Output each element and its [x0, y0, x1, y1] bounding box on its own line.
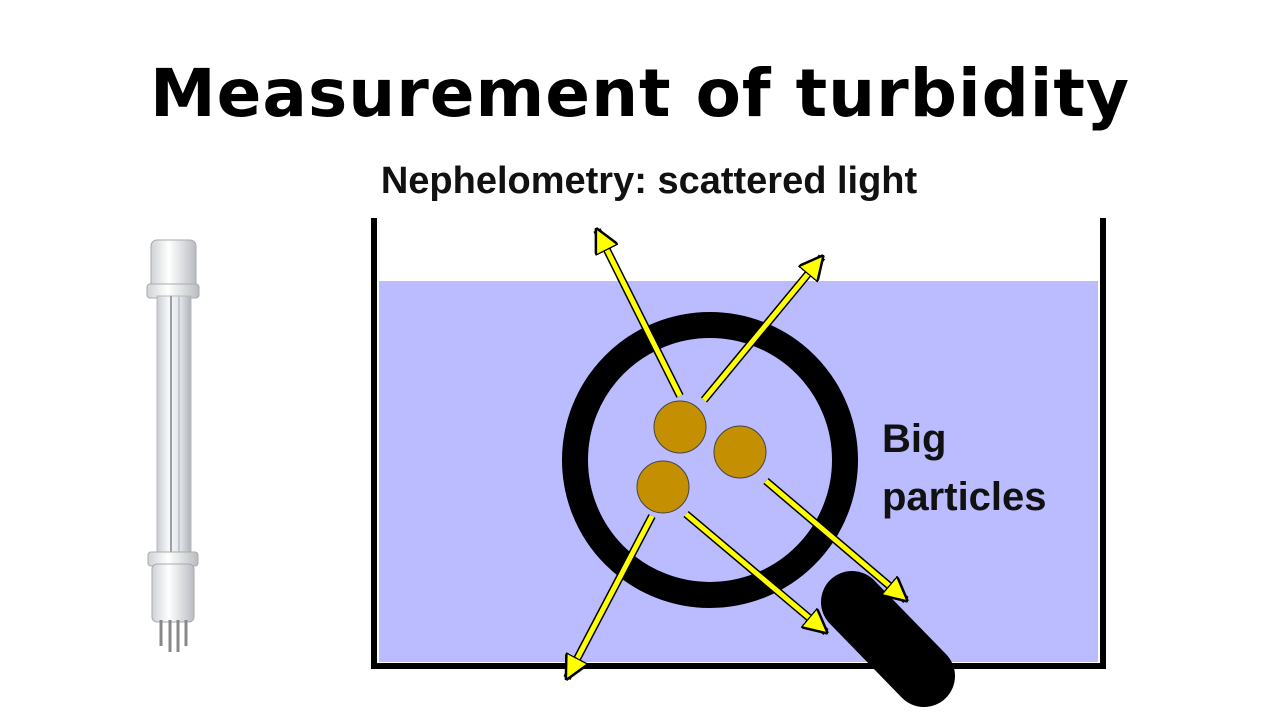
- particle: [713, 425, 767, 479]
- particles: [636, 400, 767, 514]
- particle: [653, 400, 707, 454]
- page-subtitle: Nephelometry: scattered light: [380, 160, 918, 202]
- page-title: Measurement of turbidity: [149, 55, 1131, 132]
- label-line-1: Big: [882, 417, 947, 461]
- label-line-2: particles: [882, 475, 1047, 519]
- magnifying-glass-icon: [562, 312, 955, 707]
- big-particles-label: Big particles: [882, 410, 1047, 526]
- uv-lamp-icon: [146, 239, 200, 652]
- particle: [636, 460, 690, 514]
- scattered-light-arrows: [563, 230, 906, 678]
